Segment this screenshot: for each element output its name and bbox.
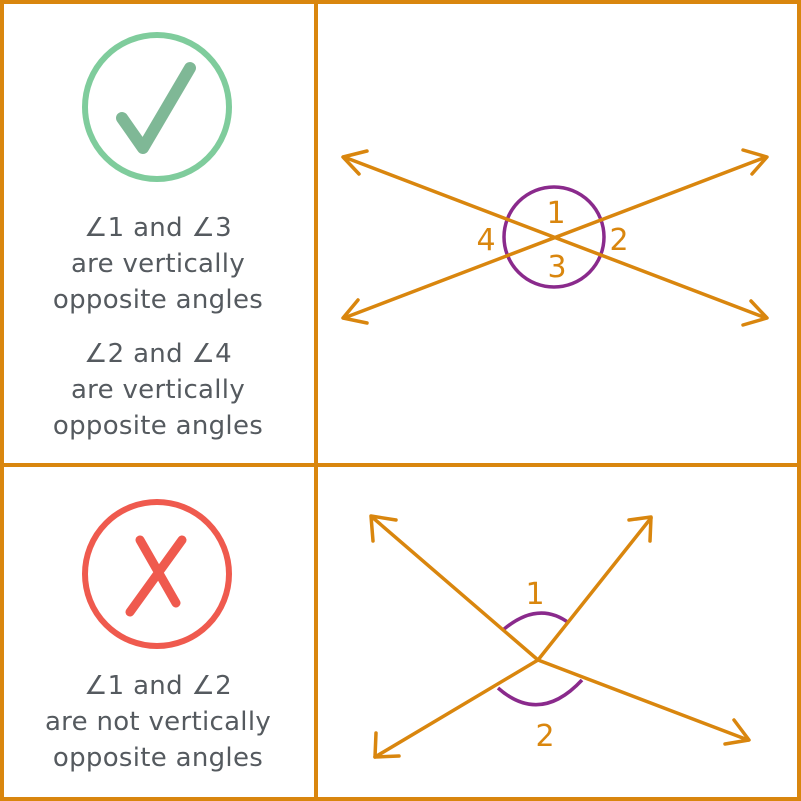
angle-circle — [502, 185, 606, 289]
angle-arc-2 — [496, 678, 584, 707]
arrowhead-ray-upper-left — [369, 514, 398, 543]
arrowhead-top-right — [741, 148, 769, 176]
rays-diagram: 1 2 — [369, 514, 751, 759]
caption-vertical-pair-1-3: ∠1 and ∠3 are vertically opposite angles — [0, 210, 316, 318]
angle-label-2: 2 — [609, 223, 628, 258]
caption-line: are not vertically — [44, 707, 272, 737]
angle-arc-1 — [501, 611, 571, 632]
angle-label-1: 1 — [546, 196, 565, 231]
caption-vertical-pair-2-4: ∠2 and ∠4 are vertically opposite angles — [0, 336, 316, 444]
caption-line: opposite angles — [52, 411, 264, 441]
check-mark-icon — [82, 32, 232, 182]
angle-label-3: 3 — [547, 250, 566, 285]
angle-label-2: 2 — [535, 719, 554, 754]
arrowhead-bottom-right — [741, 299, 769, 327]
ray-lower-left — [373, 658, 540, 759]
caption-line: ∠1 and ∠3 — [84, 213, 232, 243]
cross-circle — [82, 499, 232, 649]
cross-stroke — [125, 535, 187, 617]
arrowhead-bottom-left — [341, 298, 369, 325]
intersecting-lines-diagram: 1 2 3 4 — [341, 148, 769, 327]
ray-upper-left — [370, 515, 540, 662]
caption-not-vertical-pair: ∠1 and ∠2 are not vertically opposite an… — [0, 668, 316, 776]
arrowhead-ray-lower-left — [373, 731, 401, 759]
check-stroke — [116, 62, 196, 154]
cross-mark-icon — [82, 499, 232, 649]
angle-label-4: 4 — [476, 223, 495, 258]
arrowhead-top-left — [341, 149, 369, 176]
line-b — [342, 155, 768, 320]
caption-line: are vertically — [70, 249, 246, 279]
ray-lower-right — [536, 658, 750, 742]
arrowhead-ray-lower-right — [723, 718, 751, 746]
arrowhead-ray-upper-right — [627, 515, 653, 543]
caption-line: are vertically — [70, 375, 246, 405]
caption-line: ∠1 and ∠2 — [84, 671, 232, 701]
ray-upper-right — [536, 516, 653, 662]
angle-label-1: 1 — [525, 577, 544, 612]
check-circle — [82, 32, 232, 182]
caption-line: ∠2 and ∠4 — [84, 339, 232, 369]
caption-line: opposite angles — [52, 743, 264, 773]
caption-line: opposite angles — [52, 285, 264, 315]
